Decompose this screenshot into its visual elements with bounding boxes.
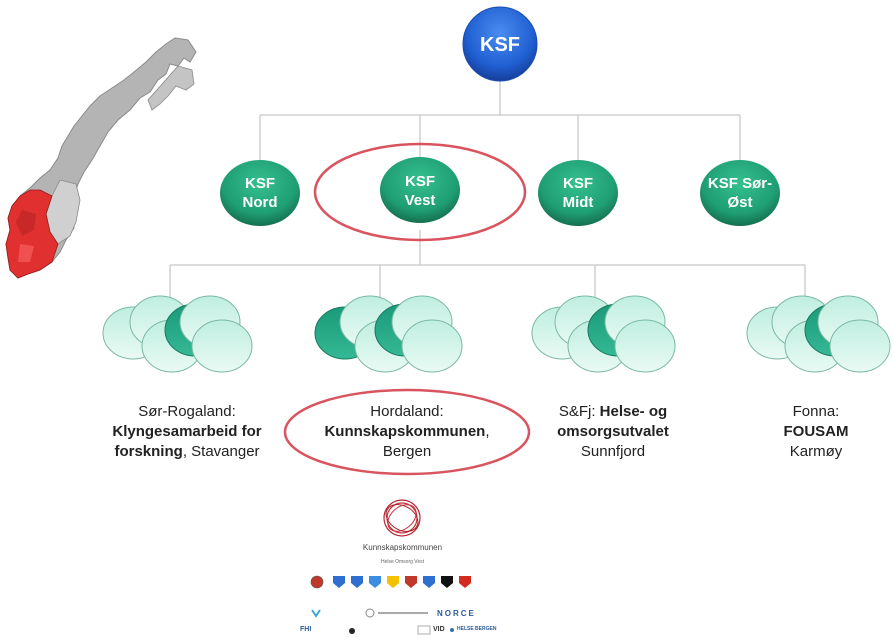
svg-text:Midt: Midt xyxy=(563,194,594,211)
caption-sfj: S&Fj: Helse- og omsorgsutvalet Sunnfjord xyxy=(557,403,669,460)
region-node-sorost: KSF Sør- Øst xyxy=(700,160,780,226)
svg-text:KSF Sør-: KSF Sør- xyxy=(708,175,772,192)
region-node-nord: KSF Nord xyxy=(220,160,300,226)
partner-logos xyxy=(311,608,454,635)
kunnskapskommunen-logo-subtitle: Helse Omsorg Vest xyxy=(380,559,425,565)
partner-vid: VID xyxy=(433,626,445,633)
partner-fhi: FHI xyxy=(300,626,312,633)
hordaland-highlight-ring xyxy=(283,388,531,476)
kunnskapskommunen-logo xyxy=(383,499,421,537)
cluster-group-fonna xyxy=(746,295,891,373)
vest-highlight-ring xyxy=(313,142,527,242)
partner-norce: NORCE xyxy=(437,609,476,618)
ksf-top-label: KSF xyxy=(480,34,520,56)
cluster-group-sfj xyxy=(531,295,676,373)
region-node-midt: KSF Midt xyxy=(538,160,618,226)
caption-sor-rogaland: Sør-Rogaland: Klyngesamarbeid for forskn… xyxy=(112,403,262,460)
norway-map xyxy=(5,37,197,279)
svg-text:Vest: Vest xyxy=(405,192,436,209)
kunnskapskommunen-logo-title: Kunnskapskommunen xyxy=(362,543,443,552)
cluster-group-hordaland xyxy=(314,295,463,373)
svg-text:Øst: Øst xyxy=(727,194,752,211)
ksf-top-node: KSF xyxy=(462,6,538,82)
svg-text:KSF: KSF xyxy=(563,175,593,192)
region-node-vest: KSF Vest xyxy=(380,157,460,223)
caption-hordaland: Hordaland: Kunnskapskommunen, Bergen xyxy=(324,403,490,460)
municipality-crests xyxy=(310,575,471,589)
svg-text:KSF: KSF xyxy=(245,175,275,192)
partner-helse-bergen: HELSE BERGEN xyxy=(457,626,497,632)
caption-fonna: Fonna: FOUSAM Karmøy xyxy=(783,403,849,460)
cluster-group-sor-rogaland xyxy=(102,295,253,373)
svg-text:KSF: KSF xyxy=(405,173,435,190)
svg-text:Nord: Nord xyxy=(243,194,278,211)
